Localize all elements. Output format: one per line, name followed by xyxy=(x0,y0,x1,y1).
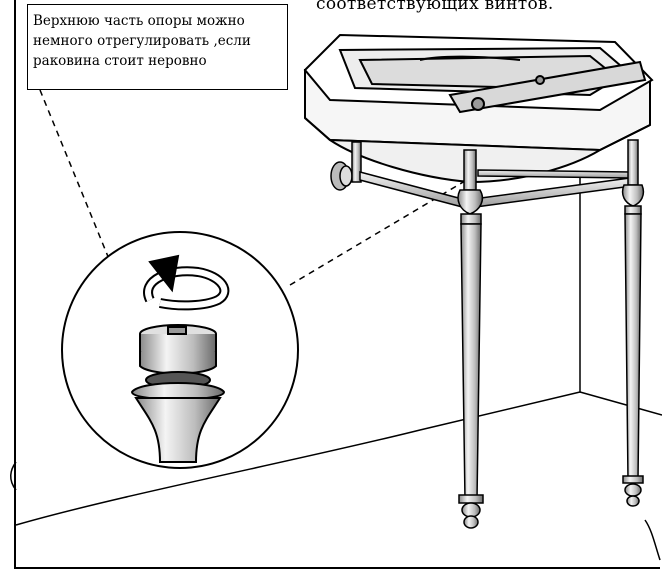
callout-line-1: Верхнюю часть опоры можно xyxy=(33,13,245,29)
rotate-arrow-icon xyxy=(143,254,230,311)
callout-line-2: немного отрегулировать ,если xyxy=(33,33,251,49)
caption-fragment: соответствующих винтов. xyxy=(316,0,554,14)
page-frame xyxy=(14,0,660,569)
room-lines xyxy=(10,175,662,561)
back-leg xyxy=(621,139,645,507)
instruction-callout: Верхнюю часть опоры можно немного отрегу… xyxy=(27,4,288,90)
callout-line-3: раковина стоит неровно xyxy=(33,53,207,69)
front-leg xyxy=(457,149,484,529)
wall-bracket xyxy=(330,141,362,191)
detail-magnifier xyxy=(61,231,299,469)
cross-bars xyxy=(359,169,633,209)
